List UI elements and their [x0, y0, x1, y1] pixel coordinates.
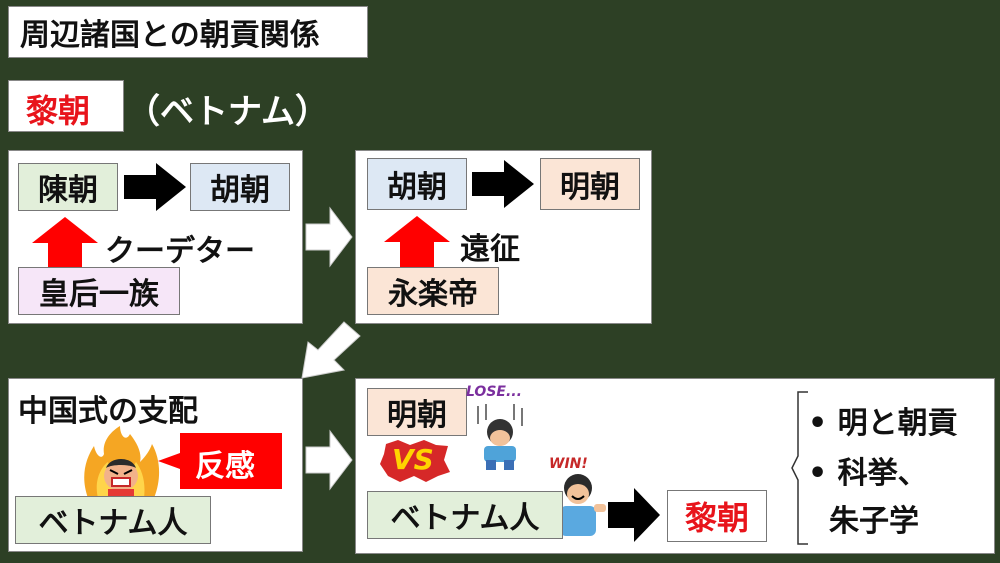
right-arrow-icon — [124, 163, 186, 211]
dynasty-heading: 黎朝 — [26, 92, 91, 130]
ho-dynasty-tag: 胡朝 — [190, 163, 290, 211]
ho-dynasty-tag-2: 胡朝 — [367, 158, 467, 210]
bullet-point-2: • 科挙、 — [808, 456, 928, 491]
white-diagonal-arrow-icon — [301, 321, 361, 379]
le-dynasty-tag: 黎朝 — [667, 490, 767, 542]
right-arrow-icon-2 — [472, 160, 534, 208]
up-arrow-icon-2 — [384, 216, 450, 268]
win-label: WIN! — [549, 456, 588, 472]
resentment-label: 反感 — [195, 449, 255, 484]
angry-person-icon — [84, 426, 160, 498]
up-arrow-icon — [32, 217, 98, 269]
country-subtitle: （ベトナム） — [126, 92, 329, 132]
bracket-icon — [791, 391, 808, 545]
empress-clan-tag: 皇后一族 — [18, 267, 180, 315]
white-right-arrow-icon — [305, 206, 353, 268]
vs-label: VS — [392, 443, 434, 476]
bullet-text-1: 明と朝貢 — [837, 406, 958, 441]
vs-badge-icon — [380, 440, 450, 482]
ming-dynasty-tag: 明朝 — [540, 158, 640, 210]
losing-person-icon — [477, 404, 523, 470]
coup-label: クーデター — [105, 234, 255, 269]
speech-bubble-icon — [158, 433, 282, 489]
lose-label: LOSE... — [466, 384, 522, 400]
ming-dynasty-tag-2: 明朝 — [367, 388, 467, 436]
bullet-text-2: 科挙、 — [837, 456, 928, 491]
vietnamese-people-tag-2: ベトナム人 — [367, 491, 563, 539]
dynasty-heading-box — [8, 80, 124, 132]
right-arrow-icon-3 — [608, 488, 660, 542]
tran-dynasty-tag: 陳朝 — [18, 163, 118, 211]
chinese-rule-label: 中国式の支配 — [18, 394, 198, 429]
page-title: 周辺諸国との朝貢関係 — [20, 18, 320, 53]
title-box — [8, 6, 368, 58]
yongle-emperor-tag: 永楽帝 — [367, 267, 499, 315]
bullet-point-1: • 明と朝貢 — [808, 406, 958, 441]
bullet-point-2-cont: 朱子学 — [829, 504, 919, 539]
expedition-label: 遠征 — [460, 232, 520, 267]
white-right-arrow-icon-2 — [305, 429, 353, 491]
vietnamese-people-tag: ベトナム人 — [15, 496, 211, 544]
